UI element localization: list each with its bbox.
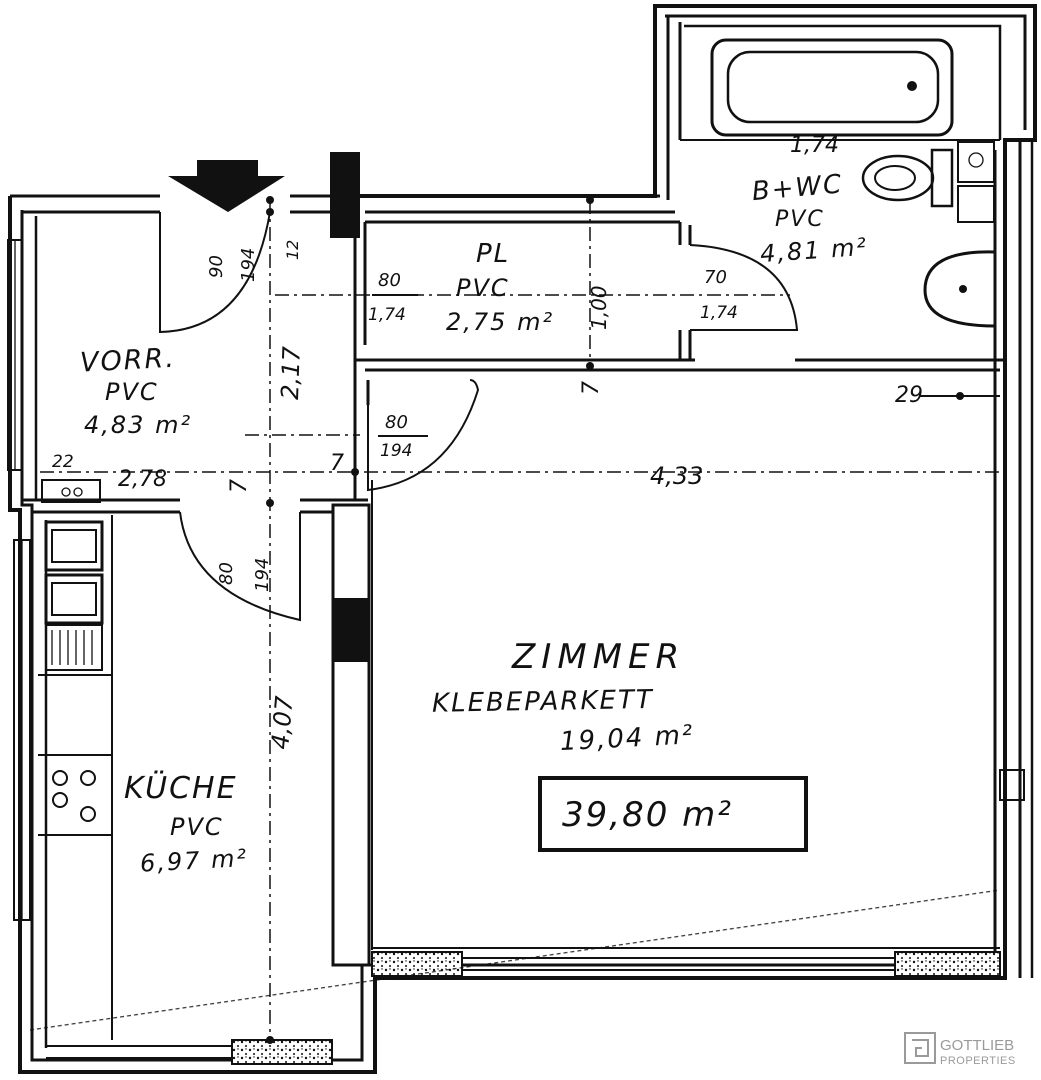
- interior-walls: [22, 222, 1005, 1065]
- dim-z-mark-3: 7: [579, 381, 604, 395]
- room-bad-wc: B+WC PVC 4,81 m²: [751, 169, 869, 268]
- room-name-bad-wc: B+WC: [751, 169, 845, 207]
- kitchen-units: [38, 515, 113, 1040]
- total-area-box: 39,80 m²: [538, 776, 808, 852]
- dim-width-vorraum: 2,78: [118, 467, 167, 492]
- dim-depth-kueche: 4,07: [266, 694, 299, 750]
- brand-logo-icon: [904, 1032, 936, 1064]
- dim-wall-right: 29: [895, 383, 923, 408]
- room-kueche: KÜCHE PVC 6,97 m²: [124, 770, 249, 878]
- room-pl: PL PVC 2,75 m²: [446, 239, 554, 336]
- room-area-bad-wc: 4,81 m²: [759, 233, 869, 268]
- room-vorraum: VORR. PVC 4,83 m²: [79, 343, 192, 439]
- room-floor-zimmer: KLEBEPARKETT: [432, 685, 654, 719]
- door-pl-height: 1,74: [368, 305, 406, 325]
- room-name-vorraum: VORR.: [79, 343, 176, 379]
- dim-z-mark-1: 7: [330, 451, 344, 476]
- room-name-kueche: KÜCHE: [124, 770, 238, 806]
- dim-bath-top: 1,74: [790, 133, 839, 158]
- dimension-labels: 2,78 4,33 22 29 1,74 2,17 4,07 1,00 7 7 …: [52, 133, 923, 751]
- dim-z-mark-2: 7: [227, 479, 252, 493]
- door-bath-width: 70: [704, 267, 727, 288]
- dimension-lines: [40, 139, 1000, 1044]
- stove: [52, 770, 96, 822]
- dim-depth-vorraum: 2,17: [276, 345, 306, 400]
- room-area-pl: 2,75 m²: [446, 308, 554, 336]
- dim-width-zimmer: 4,33: [650, 462, 703, 490]
- door-swings: [159, 211, 799, 622]
- door-zimmer-width: 80: [385, 412, 408, 433]
- brand-name: GOTTLIEB: [940, 1037, 1014, 1054]
- door-zimmer-height: 194: [380, 441, 412, 461]
- room-floor-kueche: PVC: [170, 813, 224, 841]
- door-entry-extra: 12: [283, 240, 302, 260]
- door-entry-height: 194: [238, 248, 259, 282]
- brand-watermark: GOTTLIEB PROPERTIES: [904, 1032, 1016, 1067]
- room-name-pl: PL: [476, 239, 510, 269]
- room-zimmer: ZIMMER KLEBEPARKETT 19,04 m²: [432, 637, 695, 757]
- bathtub: [710, 38, 954, 137]
- door-entry-width: 90: [206, 255, 227, 278]
- door-labels: 90 194 12 80 1,74 70 1,74 80 194 80 194: [206, 240, 738, 592]
- room-floor-vorraum: PVC: [105, 378, 159, 406]
- door-kueche-height: 194: [252, 558, 273, 592]
- toilet: [861, 141, 995, 223]
- door-bath-height: 1,74: [700, 303, 738, 323]
- door-pl-width: 80: [378, 270, 401, 291]
- brand-sub: PROPERTIES: [940, 1055, 1016, 1067]
- room-floor-pl: PVC: [456, 274, 510, 302]
- room-floor-bad-wc: PVC: [775, 207, 825, 232]
- washbasin: [923, 250, 997, 328]
- entrance-arrow-icon: [168, 160, 285, 212]
- door-kueche-width: 80: [216, 562, 237, 585]
- room-area-zimmer: 19,04 m²: [559, 720, 695, 757]
- room-area-kueche: 6,97 m²: [139, 844, 248, 878]
- room-name-zimmer: ZIMMER: [511, 637, 685, 677]
- dim-wall-small-left: 22: [52, 452, 74, 472]
- outer-walls: [7, 4, 1037, 1074]
- total-area: 39,80 m²: [562, 795, 733, 835]
- room-area-vorraum: 4,83 m²: [84, 411, 192, 439]
- dim-depth-pl: 1,00: [587, 285, 611, 330]
